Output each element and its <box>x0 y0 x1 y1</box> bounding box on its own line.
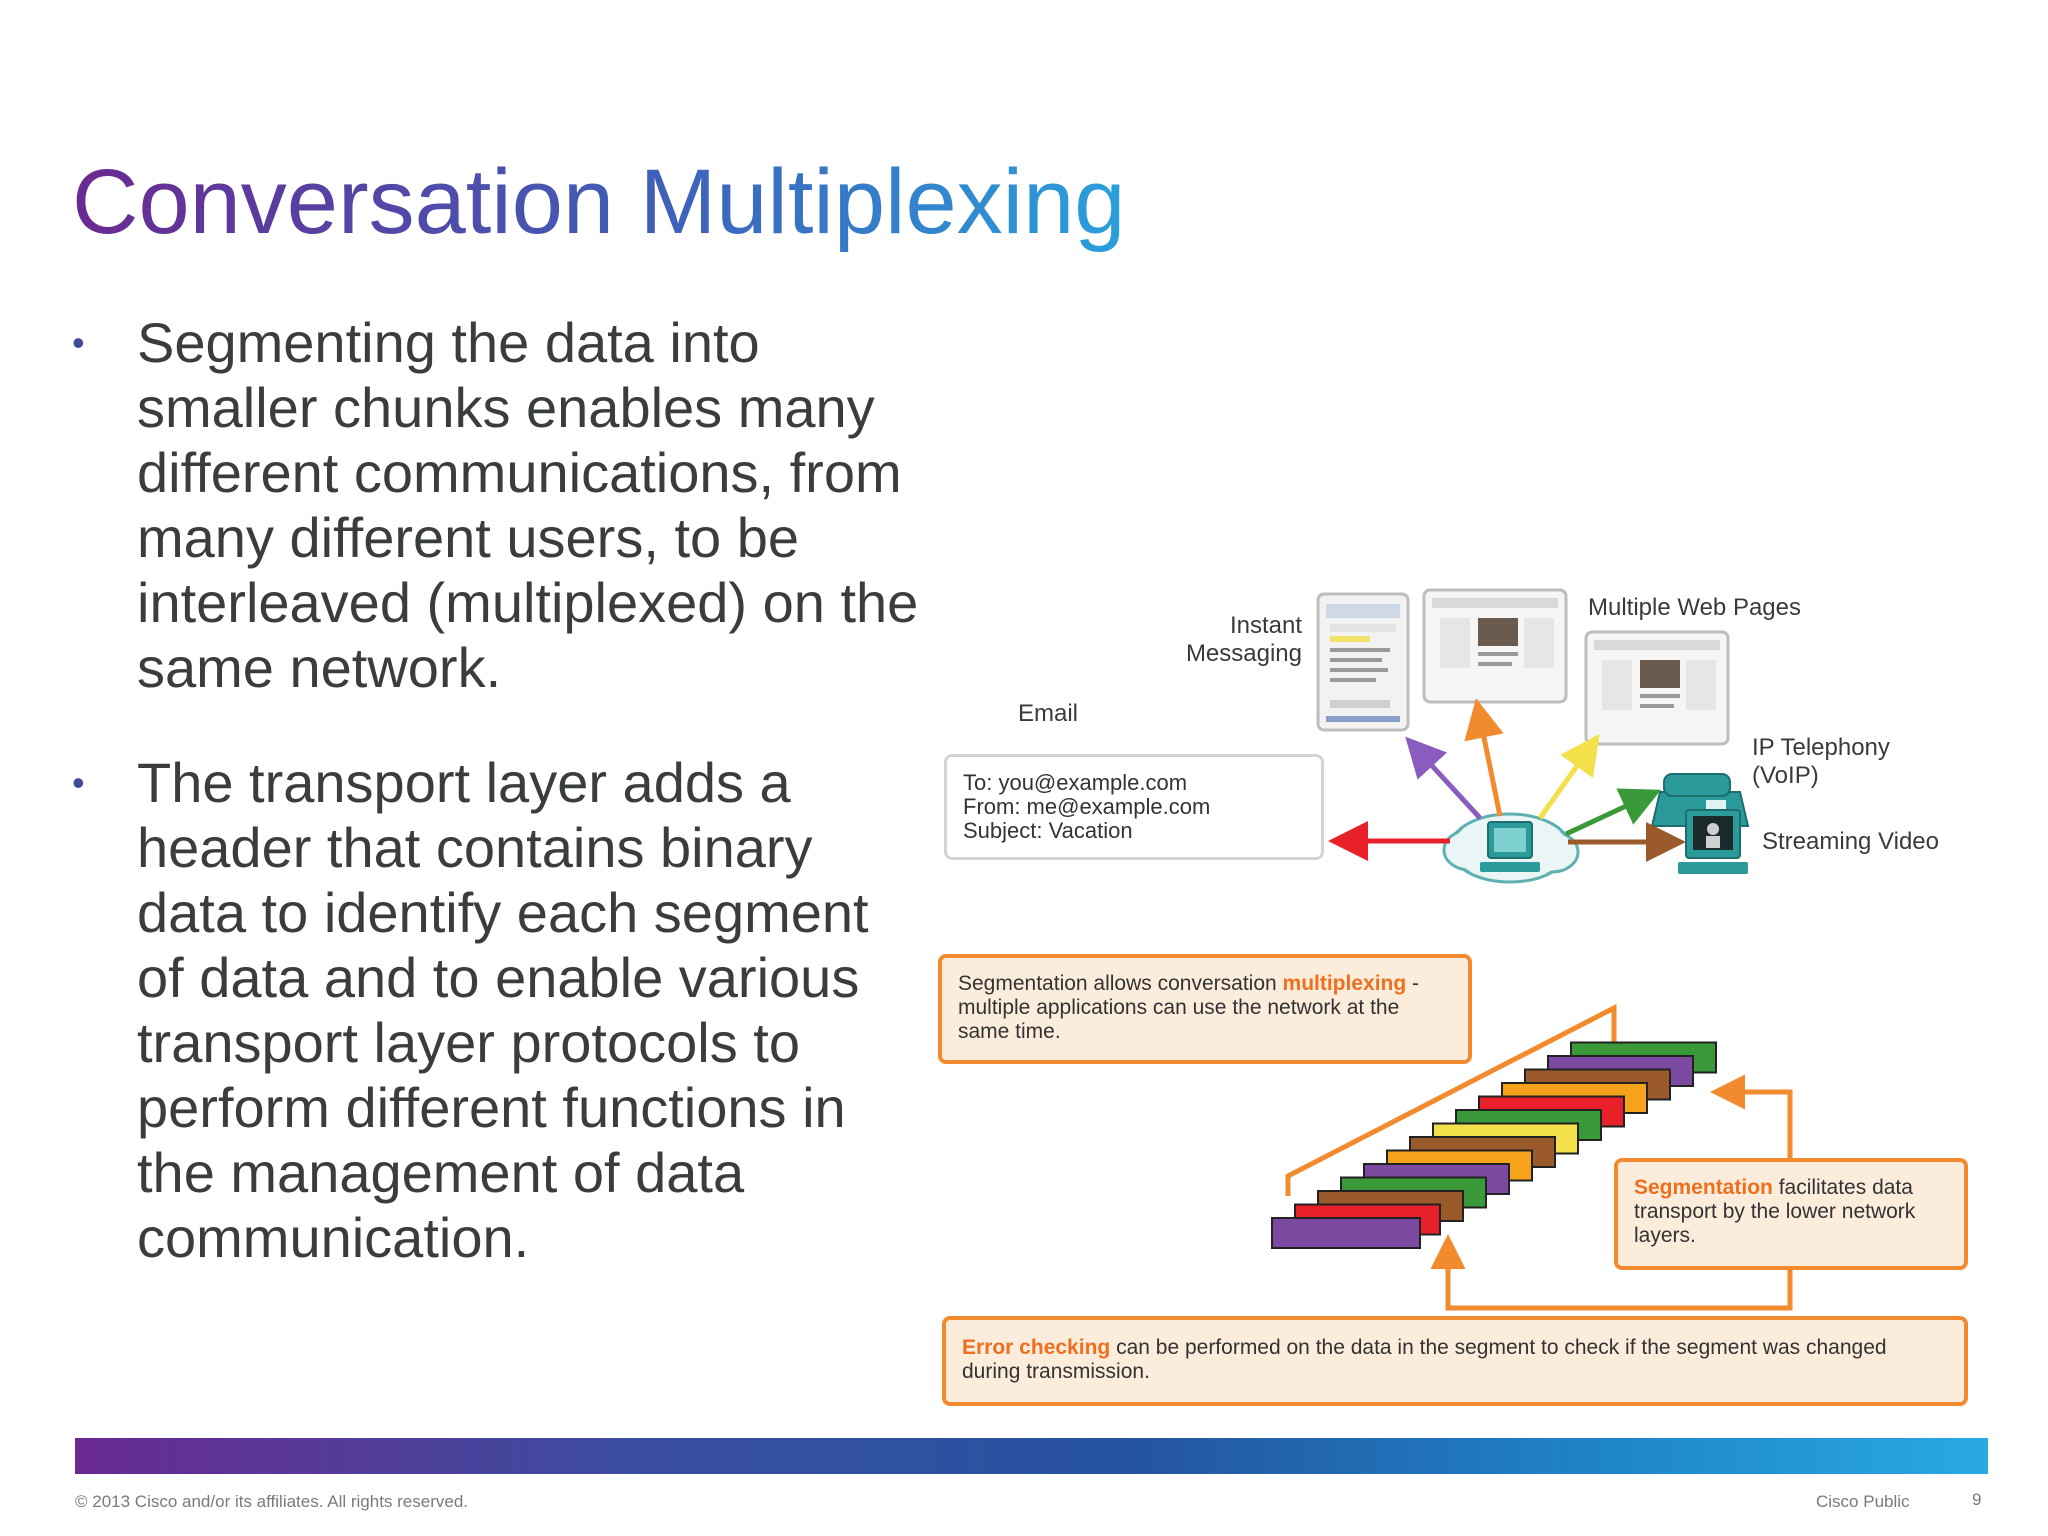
callout-segmentation-post: facilitates data transport by the lower … <box>1634 1176 1916 1247</box>
label-streaming-video: Streaming Video <box>1762 828 1939 855</box>
footer-gradient-bar <box>75 1438 1988 1474</box>
segment-stack <box>1271 1041 1717 1249</box>
web-page-window-1 <box>1422 588 1568 704</box>
callout-multiplexing-highlight: multiplexing <box>1282 972 1407 995</box>
callout-multiplexing-pre: Segmentation allows conversation <box>958 972 1283 995</box>
callout-error-checking-highlight: Error checking <box>962 1336 1111 1359</box>
footer-classification: Cisco Public <box>1816 1492 1910 1511</box>
callout-multiplexing-post: - multiple applications can use the netw… <box>958 972 1420 1043</box>
email-to: To: you@example.com <box>963 770 1188 795</box>
network-cloud-computer <box>1442 812 1580 884</box>
bullet-transport-header: The transport layer adds a header that c… <box>72 750 922 1270</box>
callout-segmentation-highlight: Segmentation <box>1634 1176 1773 1199</box>
arrow-to-instant-messaging <box>1405 736 1482 820</box>
instant-messaging-window <box>1316 592 1410 732</box>
web-page-window-2 <box>1584 630 1730 746</box>
label-email: Email <box>1018 700 1079 727</box>
callout-error-checking-post: can be performed on the data in the segm… <box>962 1336 1887 1383</box>
label-multiple-web-pages: Multiple Web Pages <box>1588 594 1801 621</box>
slide-title: Conversation Multiplexing <box>72 150 1125 256</box>
streaming-video-computer-icon <box>1678 809 1748 874</box>
label-instant-messaging-2: Messaging <box>1185 640 1302 667</box>
segment-block <box>1271 1217 1421 1249</box>
callout-error-checking: Error checking can be performed on the d… <box>942 1316 1968 1406</box>
arrow-to-web-page-2 <box>1537 733 1600 820</box>
footer-page-number: 9 <box>1972 1490 1982 1509</box>
arrow-to-ip-telephony <box>1564 788 1662 837</box>
callout-segmentation: Segmentation facilitates data transport … <box>1614 1158 1968 1270</box>
bullet-list: Segmenting the data into smaller chunks … <box>72 310 922 1320</box>
label-instant-messaging-1: Instant <box>1229 612 1302 639</box>
bullet-segmenting: Segmenting the data into smaller chunks … <box>72 310 922 700</box>
segment-bracket-top <box>1285 1003 1617 1196</box>
email-from: From: me@example.com <box>963 794 1211 819</box>
segment-bracket-arrow-right <box>1710 1074 1793 1158</box>
arrow-to-web-page-1 <box>1464 698 1504 817</box>
label-ip-telephony-2: (VoIP) <box>1752 762 1819 789</box>
label-ip-telephony-1: IP Telephony <box>1752 734 1890 761</box>
email-message-box: To: you@example.com From: me@example.com… <box>944 754 1324 860</box>
callout-multiplexing: Segmentation allows conversation multipl… <box>938 954 1472 1064</box>
segment-bracket-arrow-bottom <box>1430 1234 1793 1311</box>
email-subject: Subject: Vacation <box>963 818 1133 843</box>
footer-copyright: © 2013 Cisco and/or its affiliates. All … <box>75 1492 469 1511</box>
